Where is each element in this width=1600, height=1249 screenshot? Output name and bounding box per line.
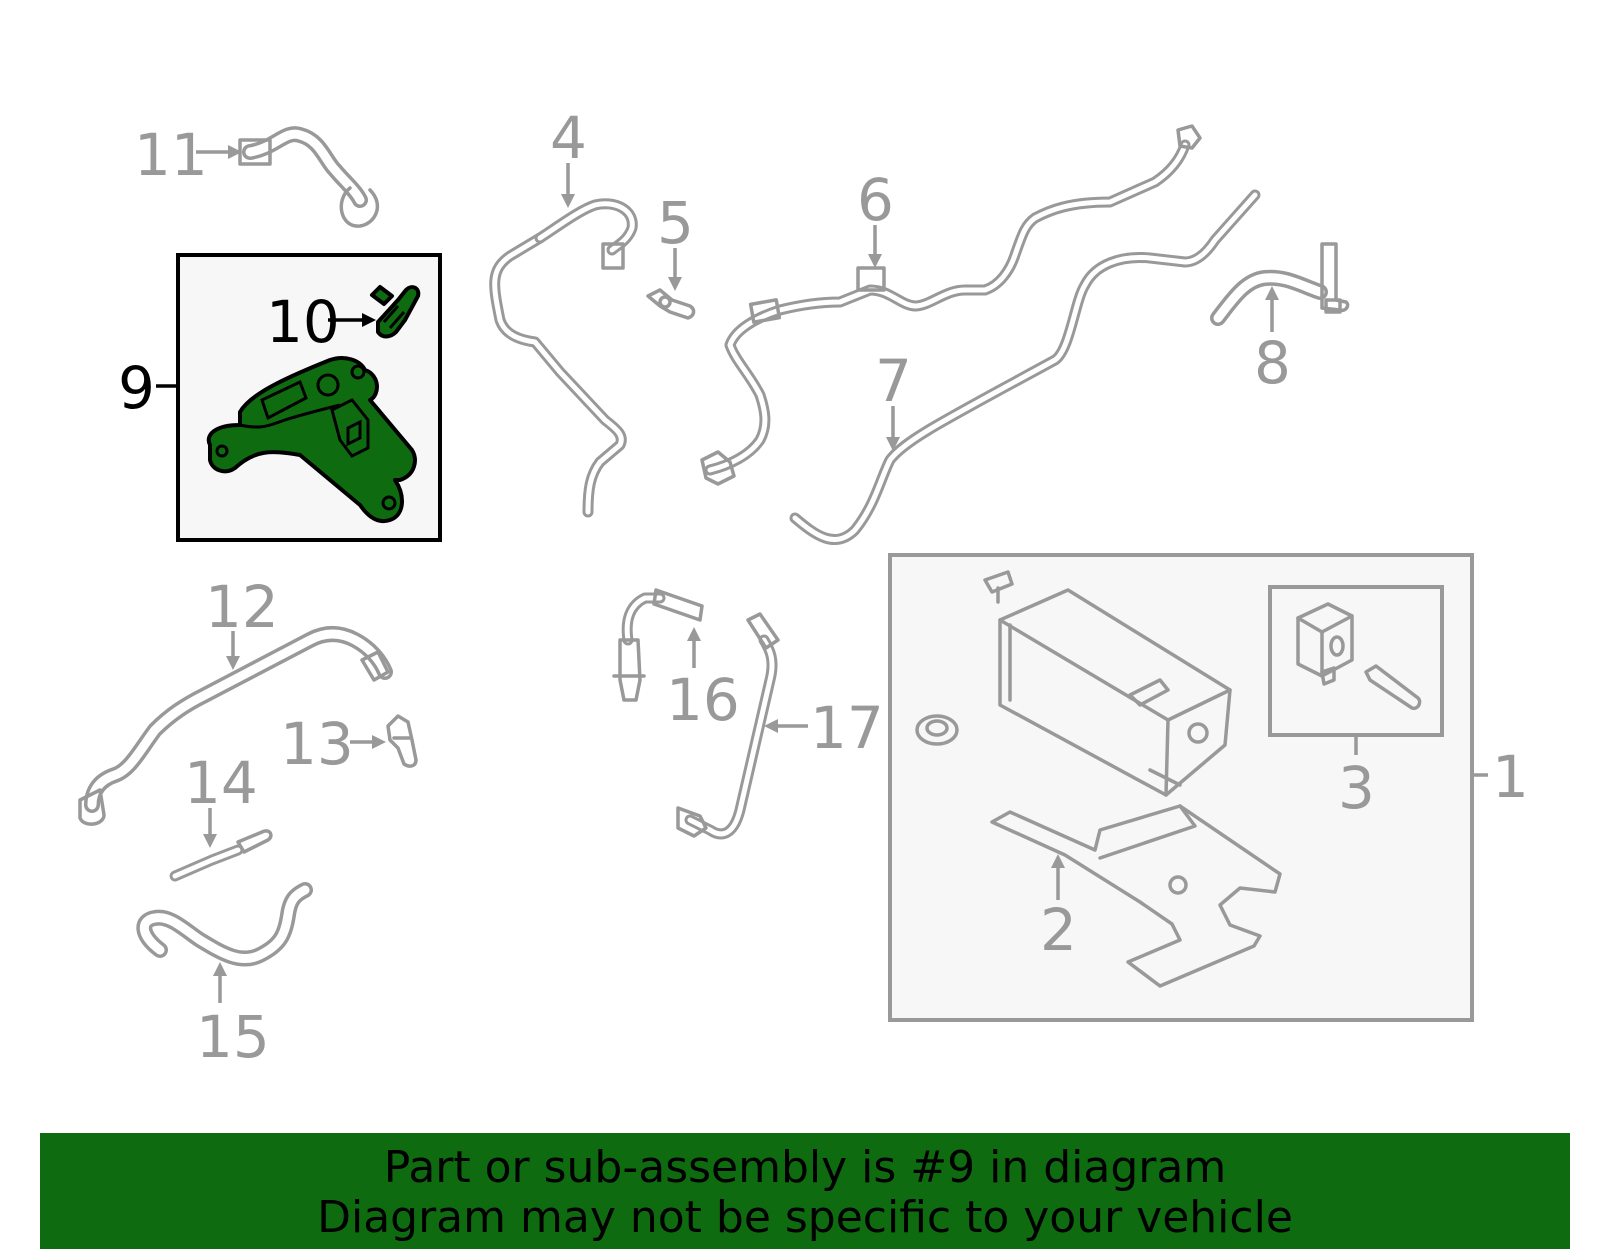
part-3-valve[interactable] [1296, 602, 1422, 711]
callout-1: 1 [1492, 743, 1529, 811]
part-10-connector[interactable] [370, 285, 421, 339]
part-3-frame [1268, 585, 1444, 737]
callout-8: 8 [1254, 329, 1291, 397]
callout-15: 15 [196, 1003, 270, 1071]
callout-9: 9 [118, 354, 155, 422]
part-15-hose[interactable] [136, 882, 313, 967]
callout-3: 3 [1338, 754, 1375, 822]
part-1-canister[interactable] [983, 570, 1232, 797]
part-1-grommet [915, 714, 959, 746]
callout-13: 13 [280, 710, 354, 778]
callout-17: 17 [810, 694, 884, 762]
callout-12: 12 [205, 573, 279, 641]
callout-5: 5 [657, 189, 694, 257]
part-4-line[interactable] [489, 198, 638, 518]
callout-4: 4 [550, 104, 587, 172]
part-16-sensor[interactable] [612, 588, 704, 702]
part-9-bracket[interactable] [206, 356, 417, 524]
callout-14: 14 [184, 749, 258, 817]
callout-7: 7 [875, 347, 912, 415]
banner-line-1: Part or sub-assembly is #9 in diagram [383, 1142, 1227, 1193]
arrow-10 [362, 313, 376, 327]
callout-2: 2 [1040, 896, 1077, 964]
part-17-sensor[interactable] [676, 612, 780, 840]
part-13-valve[interactable] [386, 714, 418, 768]
callout-11: 11 [134, 121, 208, 189]
part-14-tube[interactable] [169, 829, 273, 882]
callout-10: 10 [266, 288, 340, 356]
notice-banner: Part or sub-assembly is #9 in diagram Di… [40, 1133, 1570, 1249]
part-11-hose[interactable] [238, 126, 380, 228]
part-12-hose[interactable] [78, 626, 393, 826]
part-8-hose[interactable] [1210, 242, 1350, 326]
part-2-bracket[interactable] [990, 804, 1282, 988]
callout-16: 16 [666, 666, 740, 734]
part-7-line[interactable] [789, 189, 1261, 546]
part-5-fitting[interactable] [646, 288, 696, 320]
callout-6: 6 [857, 166, 894, 234]
part-6-line[interactable] [700, 124, 1202, 486]
banner-line-2: Diagram may not be specific to your vehi… [317, 1192, 1293, 1243]
